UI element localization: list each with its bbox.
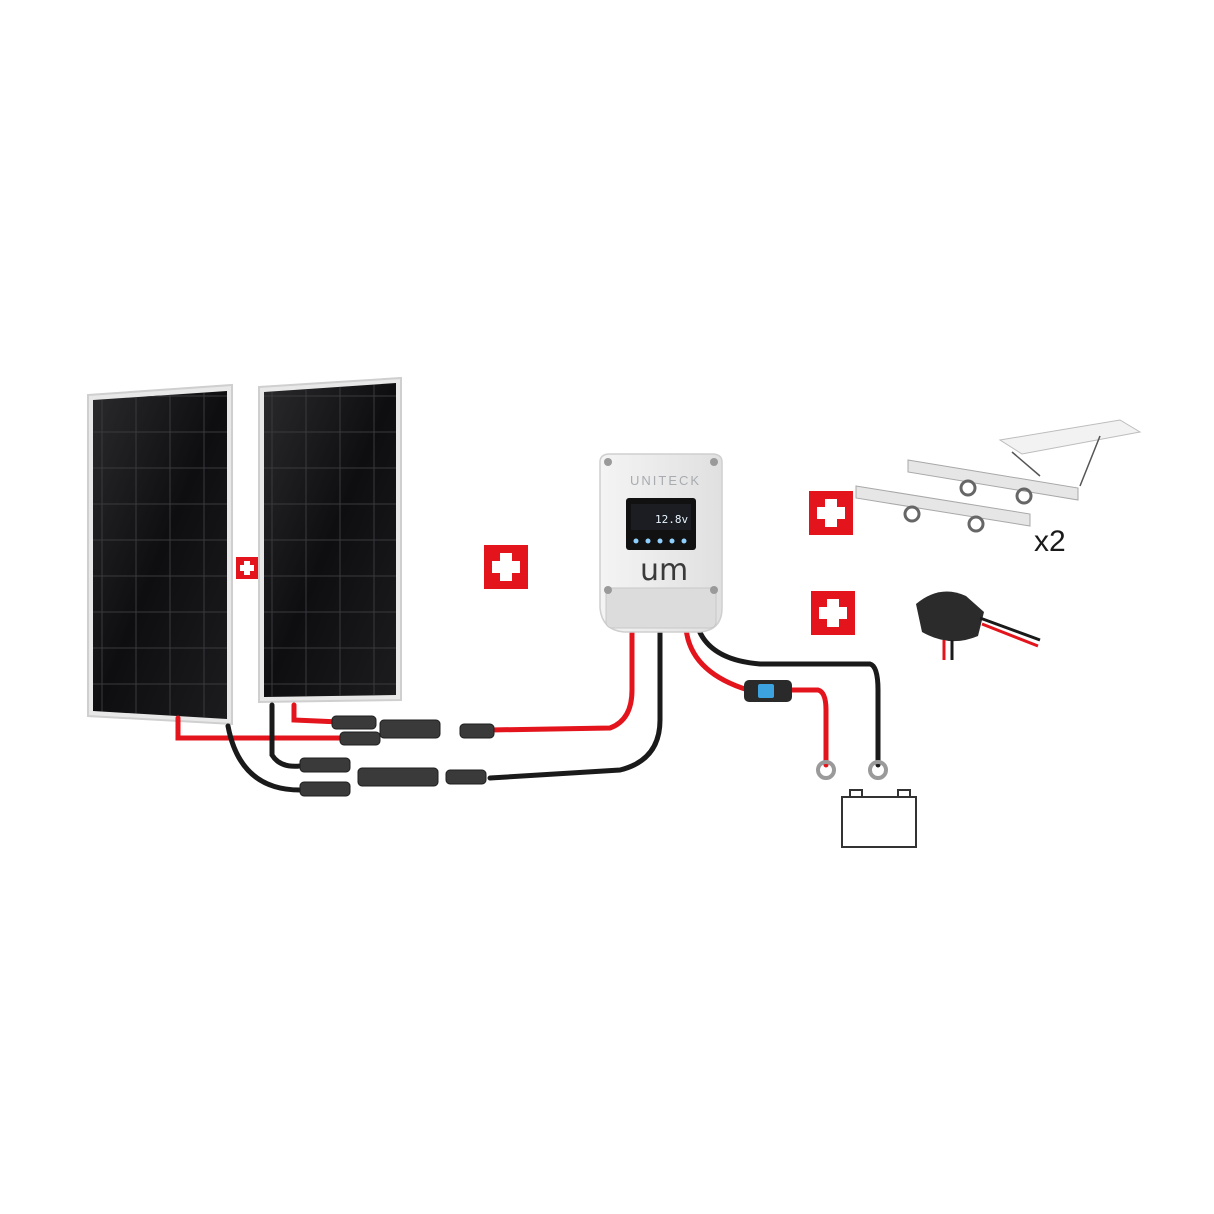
mc4-connector-icon (299, 715, 495, 797)
battery-icon (841, 789, 917, 848)
plus-badge-icon (811, 591, 855, 635)
cable-entry-gland-icon (916, 591, 1041, 660)
charge-controller: UNITECK 12.8v um (599, 453, 723, 633)
solar-panel-left (87, 383, 233, 726)
controller-display-value: 12.8v (655, 513, 688, 526)
mounting-brackets: x2 (855, 419, 1142, 558)
negative-cables (225, 625, 881, 793)
ring-terminal-icon (816, 760, 888, 780)
positive-cables (175, 625, 829, 768)
controller-logo: um (640, 553, 688, 588)
solar-panel-right (258, 376, 402, 704)
plus-badge-icon (809, 491, 853, 535)
plus-badge-icon (236, 557, 258, 579)
fuse-holder-icon (744, 680, 792, 702)
mount-quantity: x2 (1034, 525, 1066, 558)
plus-badge-icon (484, 545, 528, 589)
controller-brand: UNITECK (630, 473, 701, 488)
